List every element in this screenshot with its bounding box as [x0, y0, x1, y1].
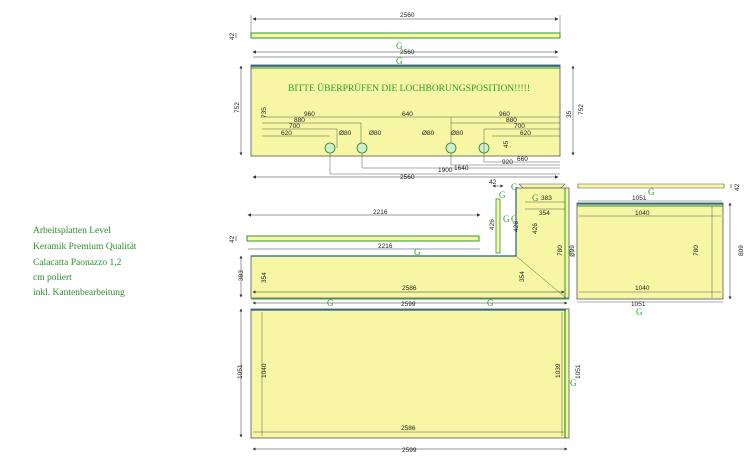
dim-920: 920 [502, 159, 513, 166]
dim-left-960: 960 [304, 111, 315, 118]
dim-top-strip-height: 42 [229, 32, 236, 40]
dim-w-2586: 2586 [402, 285, 417, 292]
dim-r-809: 809 [569, 245, 576, 256]
bottom-panel: 2587 2586 1040 1039 1051 1051 G 2599 [237, 308, 582, 454]
material-note-line-2: Keramik Premium Qualität [33, 242, 137, 252]
dim-top-strip-width: 2560 [400, 12, 415, 19]
drill-hole-1 [324, 142, 336, 154]
top-panel: 2560 G BITTE ÜBERPRÜFEN DIE LOCHBORUNGSP… [234, 49, 585, 181]
edge-mark: G [396, 56, 403, 66]
dim-left-700: 700 [289, 123, 300, 130]
dim-right-w-inner-bottom: 1040 [635, 285, 650, 292]
dim-bottom-h-1040: 1040 [261, 363, 268, 378]
dim-right-strip-42: 42 [734, 183, 741, 191]
material-note-line-1: Arbeitsplatten Level [33, 226, 111, 236]
dim-bottom-h-1051r: 1051 [575, 364, 582, 379]
drill-hole-3 [445, 142, 457, 154]
dim-w-2599: 2599 [401, 301, 416, 308]
dim-h-383: 383 [238, 270, 245, 281]
edge-mark: G [487, 298, 494, 308]
dim-right-w-top: 1051 [632, 195, 647, 202]
dim-left-620: 620 [281, 130, 292, 137]
dim-top-panel-width-outer: 2560 [400, 49, 415, 56]
edge-mark: G [414, 247, 421, 257]
dim-660: 660 [517, 156, 528, 163]
dim-right-w-bottom: 1051 [631, 301, 646, 308]
dim-735: 735 [261, 107, 268, 118]
edge-mark: G [569, 249, 576, 259]
hole-3-diameter: Ø80 [422, 130, 435, 137]
top-strip: 2560 42 G [229, 12, 561, 51]
dim-col-426b: 426 [513, 221, 520, 232]
warning-text: BITTE ÜBERPRÜFEN DIE LOCHBORUNGSPOSITION… [288, 82, 530, 94]
dim-top-panel-width-bottom: 2560 [400, 174, 415, 181]
l-panel: 2216 42 2216 G G G G G 383 354 426 426 4… [229, 187, 576, 308]
dim-mid-640: 640 [402, 111, 413, 118]
right-panel: G 1051 1040 1040 1051 G 780 809 [576, 187, 745, 317]
edge-mark: G [396, 41, 403, 51]
dim-right-700: 700 [514, 123, 525, 130]
dim-top-panel-height-left: 752 [234, 102, 241, 113]
material-note-line-5: inkl. Kantenbearbeitung [33, 288, 125, 298]
dim-r-354b: 354 [519, 271, 526, 282]
dim-strip-2216: 2216 [373, 209, 388, 216]
dim-r-780: 780 [557, 245, 564, 256]
dim-bottom-w-inner: 2586 [401, 425, 416, 432]
edge-mark: G [327, 298, 334, 308]
edge-mark: G [499, 190, 506, 200]
dim-left-880: 880 [294, 117, 305, 124]
dim-right-h-809: 809 [738, 245, 745, 256]
dim-bottom-w-bottom: 2599 [402, 447, 417, 454]
dim-r-45: 45 [503, 140, 510, 148]
hole-4-diameter: Ø80 [451, 130, 464, 137]
dim-right-960: 960 [499, 111, 510, 118]
dim-top-panel-height-right: 752 [578, 104, 585, 115]
edge-mark: G [532, 193, 539, 203]
dim-bottom-h-1051: 1051 [237, 364, 244, 379]
dim-1900: 1900 [438, 167, 453, 174]
hole-2-diameter: Ø80 [369, 130, 382, 137]
dim-strip-42: 42 [229, 235, 236, 243]
material-note-line-3: Calacatta Paonazzo 1,2 [33, 258, 122, 268]
edge-mark: G [503, 214, 510, 224]
edge-mark: G [648, 187, 655, 197]
edge-mark: G [570, 378, 577, 388]
edge-mark: G [511, 182, 518, 192]
dim-right-880: 880 [506, 117, 517, 124]
dim-bottom-h-1039: 1039 [555, 363, 562, 378]
material-note-line-4: cm poliert [33, 273, 72, 283]
dim-right-w-inner-top: 1040 [635, 210, 650, 217]
edge-mark: G [636, 307, 643, 317]
dim-right-h-780: 780 [693, 245, 700, 256]
dim-col-426c: 426 [532, 223, 539, 234]
dim-h-354: 354 [261, 272, 268, 283]
dim-r-35: 35 [566, 110, 573, 118]
dim-strip-inner-2216: 2216 [378, 243, 393, 250]
dim-1640: 1640 [454, 165, 469, 172]
dim-right-620: 620 [520, 130, 531, 137]
drill-hole-2 [356, 142, 368, 154]
dim-col-426: 426 [489, 219, 496, 230]
dim-col-42: 42 [489, 179, 497, 186]
hole-1-diameter: Ø80 [339, 130, 352, 137]
edge-mark: G [511, 214, 518, 224]
dim-r-354: 354 [539, 210, 550, 217]
small-strips: 42 G 42 [489, 179, 741, 192]
dim-r-383: 383 [541, 195, 552, 202]
